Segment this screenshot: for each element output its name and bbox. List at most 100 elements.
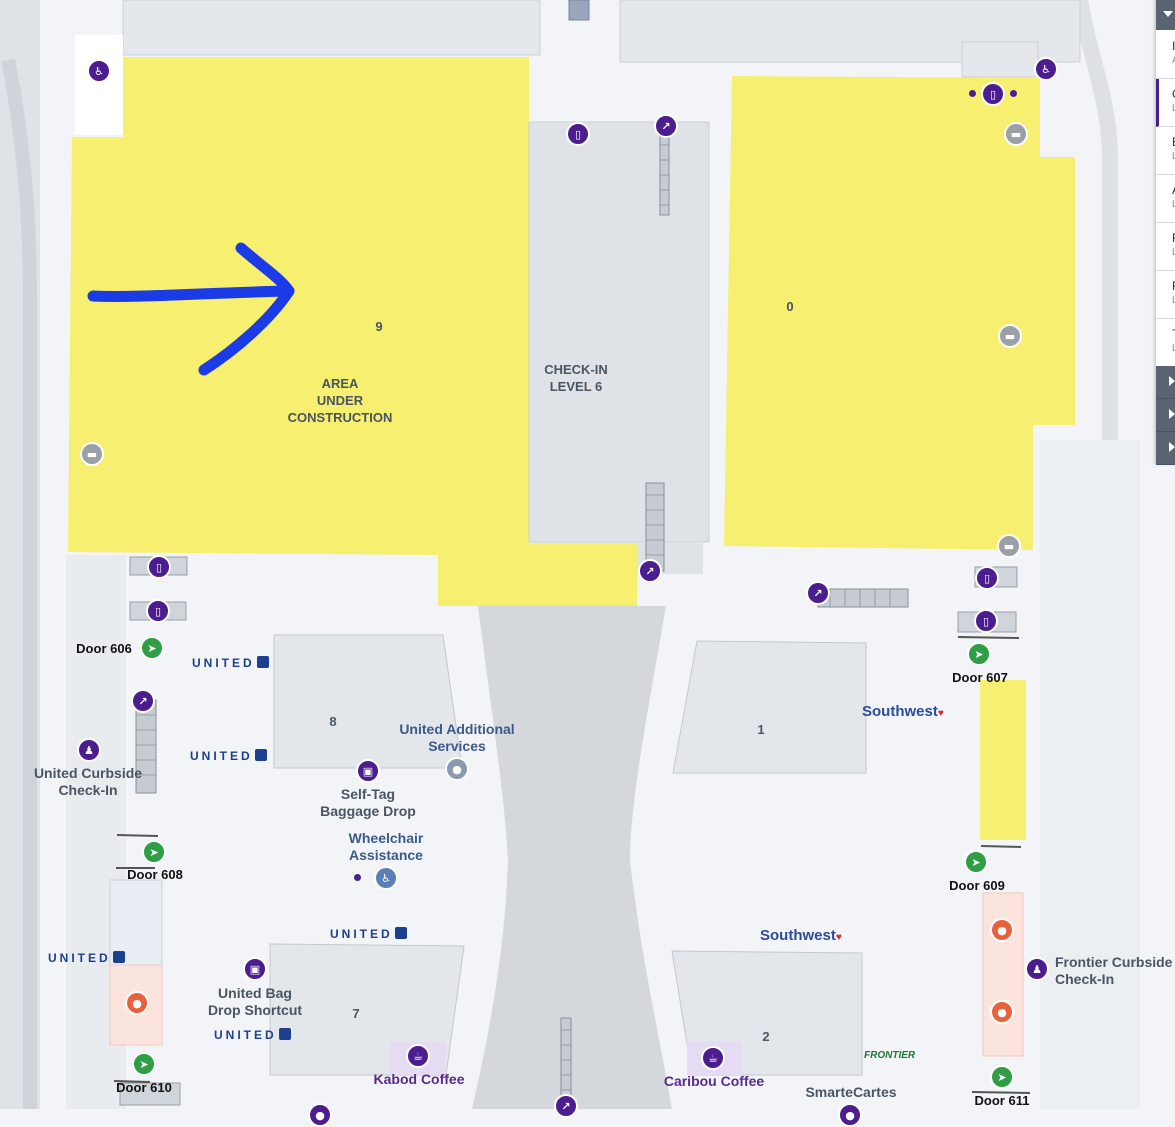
panel-row[interactable]: IA	[1156, 31, 1175, 79]
escalator-icon[interactable]: ↗	[554, 1094, 578, 1118]
door-610-label: Door 610	[116, 1080, 172, 1095]
exit-icon[interactable]: ➤	[140, 636, 164, 660]
wheelchair-assistance-label[interactable]: Wheelchair Assistance	[348, 830, 424, 863]
expand-arrow[interactable]	[1156, 366, 1175, 399]
family-icon[interactable]: ♟	[77, 738, 101, 762]
area-1	[672, 640, 867, 774]
panel-row[interactable]: FL	[1156, 271, 1175, 319]
restroom-icon[interactable]: ●	[125, 991, 149, 1015]
checkin-level-6-area	[528, 121, 710, 543]
exit-icon[interactable]: ➤	[132, 1052, 156, 1076]
area-number-7: 7	[352, 1006, 360, 1021]
panel-row-title: F	[1172, 231, 1175, 245]
construction-zone-east	[724, 76, 1075, 550]
escalator-icon[interactable]: ↗	[638, 559, 662, 583]
marker-dot	[354, 874, 361, 881]
elevator-icon[interactable]: ▯	[974, 609, 998, 633]
side-panel[interactable]: IA CL EL AL FL FL TL	[1155, 0, 1175, 465]
united-logo: UNITED	[330, 927, 407, 941]
panel-row[interactable]: EL	[1156, 127, 1175, 175]
panel-row-title: A	[1172, 183, 1175, 197]
marker-dot	[1010, 90, 1017, 97]
frontier-curbside-label[interactable]: Frontier Curbside Check-In	[1055, 954, 1173, 987]
kiosk-icon[interactable]: ▬	[1004, 122, 1028, 146]
coffee-icon[interactable]: ☕	[406, 1044, 430, 1068]
panel-row[interactable]: AL	[1156, 175, 1175, 223]
family-icon[interactable]: ♟	[1025, 957, 1049, 981]
marker-dot	[969, 90, 976, 97]
wheelchair-icon[interactable]: ♿	[374, 866, 398, 890]
exit-icon[interactable]: ➤	[964, 850, 988, 874]
family-restroom-icon[interactable]: ♿	[1034, 57, 1058, 81]
baggage-icon[interactable]: ▣	[356, 759, 380, 783]
door-608-label: Door 608	[127, 867, 183, 882]
kiosk-icon[interactable]: ▬	[998, 324, 1022, 348]
area-number-0: 0	[786, 299, 794, 314]
caribou-coffee-label[interactable]: Caribou Coffee	[663, 1073, 765, 1089]
panel-row-subtitle: L	[1172, 343, 1175, 354]
restroom-icon[interactable]: ●	[990, 1000, 1014, 1024]
panel-row-subtitle: L	[1172, 103, 1175, 114]
level-title: CHECK-IN LEVEL 6	[544, 362, 608, 394]
panel-row[interactable]: TL	[1156, 319, 1175, 367]
panel-row-title: I	[1172, 39, 1175, 53]
united-logo: UNITED	[192, 656, 269, 670]
baggage-icon[interactable]: ▣	[243, 957, 267, 981]
southwest-logo: Southwest♥	[862, 703, 944, 720]
central-hall	[472, 606, 672, 1109]
expand-arrow[interactable]	[1156, 399, 1175, 432]
exit-icon[interactable]: ➤	[142, 840, 166, 864]
escalator-icon[interactable]: ↗	[131, 689, 155, 713]
elevator-icon[interactable]: ▯	[566, 122, 590, 146]
area-number-9: 9	[375, 319, 383, 334]
door-607-label: Door 607	[952, 670, 1008, 685]
panel-row-title: F	[1172, 279, 1175, 293]
elevator-icon[interactable]: ▯	[981, 82, 1005, 106]
kiosk-icon[interactable]: ▬	[997, 534, 1021, 558]
door-611-label: Door 611	[974, 1093, 1030, 1108]
annotation-arrow-shaft	[87, 285, 295, 302]
panel-row-subtitle: A	[1172, 55, 1175, 66]
panel-row-subtitle: L	[1172, 199, 1175, 210]
family-restroom-icon[interactable]: ♿	[87, 59, 111, 83]
restroom-area-west	[109, 964, 163, 1046]
united-logo: UNITED	[214, 1028, 291, 1042]
panel-row-subtitle: L	[1172, 295, 1175, 306]
poi-icon[interactable]: ●	[838, 1103, 862, 1127]
escalator-icon[interactable]: ↗	[806, 581, 830, 605]
poi-icon[interactable]: ●	[308, 1103, 332, 1127]
elevator-icon[interactable]: ▯	[975, 566, 999, 590]
smartecartes-label[interactable]: SmarteCartes	[805, 1084, 897, 1100]
expand-arrow[interactable]	[1156, 432, 1175, 465]
restroom-icon[interactable]: ●	[990, 918, 1014, 942]
kiosk-icon[interactable]: ▬	[80, 442, 104, 466]
elevator-icon[interactable]: ▯	[147, 555, 171, 579]
coffee-icon[interactable]: ☕	[701, 1046, 725, 1070]
frontier-logo: FRONTIER	[864, 1050, 916, 1061]
annotation-arrow-head	[198, 242, 295, 376]
kabod-coffee-label[interactable]: Kabod Coffee	[373, 1071, 465, 1087]
united-curbside-label[interactable]: United Curbside Check-In	[33, 765, 143, 798]
panel-row[interactable]: FL	[1156, 223, 1175, 271]
southwest-logo: Southwest♥	[760, 927, 842, 944]
area-number-2: 2	[762, 1029, 770, 1044]
exit-icon[interactable]: ➤	[990, 1065, 1014, 1089]
elevator-icon[interactable]: ▯	[146, 599, 170, 623]
panel-row-subtitle: L	[1172, 151, 1175, 162]
panel-collapse-toggle[interactable]	[1156, 0, 1175, 30]
united-additional-services-label[interactable]: United Additional Services	[399, 721, 515, 754]
self-tag-baggage-label[interactable]: Self-Tag Baggage Drop	[320, 786, 416, 819]
panel-row-active[interactable]: CL	[1156, 79, 1175, 127]
area-number-1: 1	[757, 722, 765, 737]
info-globe-icon[interactable]: ●	[445, 757, 469, 781]
united-logo: UNITED	[190, 749, 267, 763]
escalator-icon[interactable]: ↗	[654, 114, 678, 138]
door-609-label: Door 609	[949, 878, 1005, 893]
panel-row-title: T	[1172, 327, 1175, 341]
construction-label: AREA UNDER CONSTRUCTION	[287, 376, 393, 425]
united-bag-drop-label[interactable]: United Bag Drop Shortcut	[207, 985, 303, 1018]
united-logo: UNITED	[48, 951, 125, 965]
exit-icon[interactable]: ➤	[967, 642, 991, 666]
